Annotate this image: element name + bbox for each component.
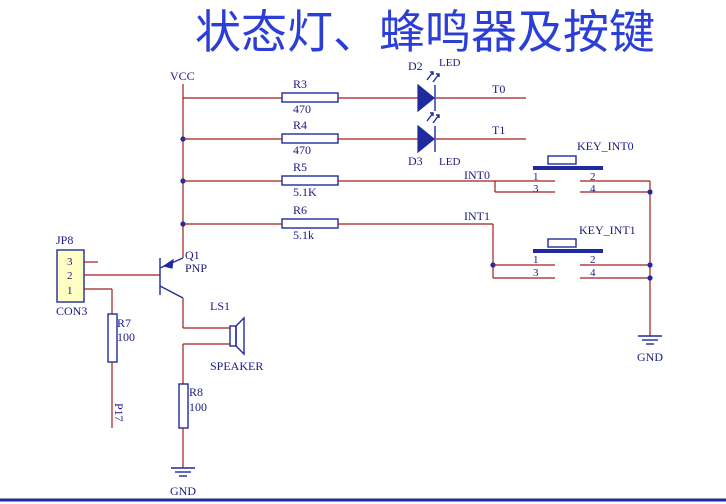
t0-net-label: T0	[492, 82, 505, 96]
con3-label: CON3	[56, 304, 87, 318]
int0-net-label: INT0	[464, 168, 490, 182]
gnd-bottom-label: GND	[170, 484, 196, 498]
ground-bus-right: GND	[637, 181, 663, 364]
connector-jp8: JP8 3 2 1 CON3	[56, 233, 160, 318]
resistor-r3	[281, 92, 339, 103]
key-int1-ref: KEY_INT1	[579, 223, 636, 237]
gnd-right-label: GND	[637, 350, 663, 364]
key-int0-switch: KEY_INT0 1 2 3 4	[495, 139, 650, 195]
key-int1-switch: KEY_INT1 1 2 3 4	[493, 223, 650, 279]
r6-row: R6 5.1k INT1	[183, 203, 496, 278]
led-d3-icon	[417, 124, 435, 154]
speaker-ls1: LS1 SPEAKER	[182, 299, 263, 384]
jp8-pin3: 3	[67, 256, 73, 268]
resistor-r6	[281, 218, 339, 229]
key-int0-ref: KEY_INT0	[577, 139, 634, 153]
jp8-ref: JP8	[56, 233, 73, 247]
key0-pin4: 4	[590, 183, 596, 195]
r5-row: R5 5.1K INT0	[183, 160, 496, 199]
r5-ref: R5	[293, 160, 307, 174]
r5-value: 5.1K	[293, 185, 317, 199]
led-d2-icon	[417, 83, 435, 113]
resistor-r5	[281, 175, 339, 186]
speaker-label: SPEAKER	[210, 359, 263, 373]
r7-ref: R7	[117, 316, 131, 330]
pnp-arrow-icon	[162, 258, 174, 269]
r4-value: 470	[293, 143, 311, 157]
q1-ref: Q1	[185, 248, 200, 262]
r7-value: 100	[117, 330, 135, 344]
schematic-title: 状态灯、蜂鸣器及按键	[195, 5, 655, 59]
r8-ref: R8	[189, 385, 203, 399]
transistor-q1: Q1 PNP	[159, 248, 207, 328]
r3-row: R3 470 D2 LED T0	[183, 57, 526, 116]
r8-branch: R8 100 GND	[170, 383, 207, 498]
q1-type: PNP	[185, 261, 207, 275]
key1-pin2: 2	[590, 254, 596, 266]
key0-pin1: 1	[533, 171, 539, 183]
key0-pin2: 2	[590, 171, 596, 183]
d2-type: LED	[439, 57, 460, 69]
resistor-r7	[107, 313, 118, 363]
d3-type: LED	[439, 156, 460, 168]
r4-ref: R4	[293, 118, 307, 132]
key1-pin4: 4	[590, 267, 596, 279]
r4-row: R4 470 D3 LED T1	[183, 112, 526, 168]
t1-net-label: T1	[492, 123, 505, 137]
r7-branch: R7 100 P17	[107, 289, 135, 428]
r8-value: 100	[189, 400, 207, 414]
jp8-pin2: 2	[67, 270, 73, 282]
d3-ref: D3	[408, 154, 423, 168]
int1-net-label: INT1	[464, 209, 490, 223]
key0-pin3: 3	[533, 183, 539, 195]
jp8-pin1: 1	[67, 285, 73, 297]
r6-ref: R6	[293, 203, 307, 217]
r6-value: 5.1k	[293, 228, 314, 242]
key1-pin3: 3	[533, 267, 539, 279]
r3-value: 470	[293, 102, 311, 116]
speaker-icon	[229, 325, 237, 347]
resistor-r4	[281, 133, 339, 144]
resistor-r8	[178, 383, 189, 429]
key1-pin1: 1	[533, 254, 539, 266]
ls1-ref: LS1	[210, 299, 230, 313]
d2-ref: D2	[408, 59, 423, 73]
vcc-label: VCC	[170, 69, 195, 83]
p17-net-label: P17	[112, 403, 126, 422]
r3-ref: R3	[293, 77, 307, 91]
